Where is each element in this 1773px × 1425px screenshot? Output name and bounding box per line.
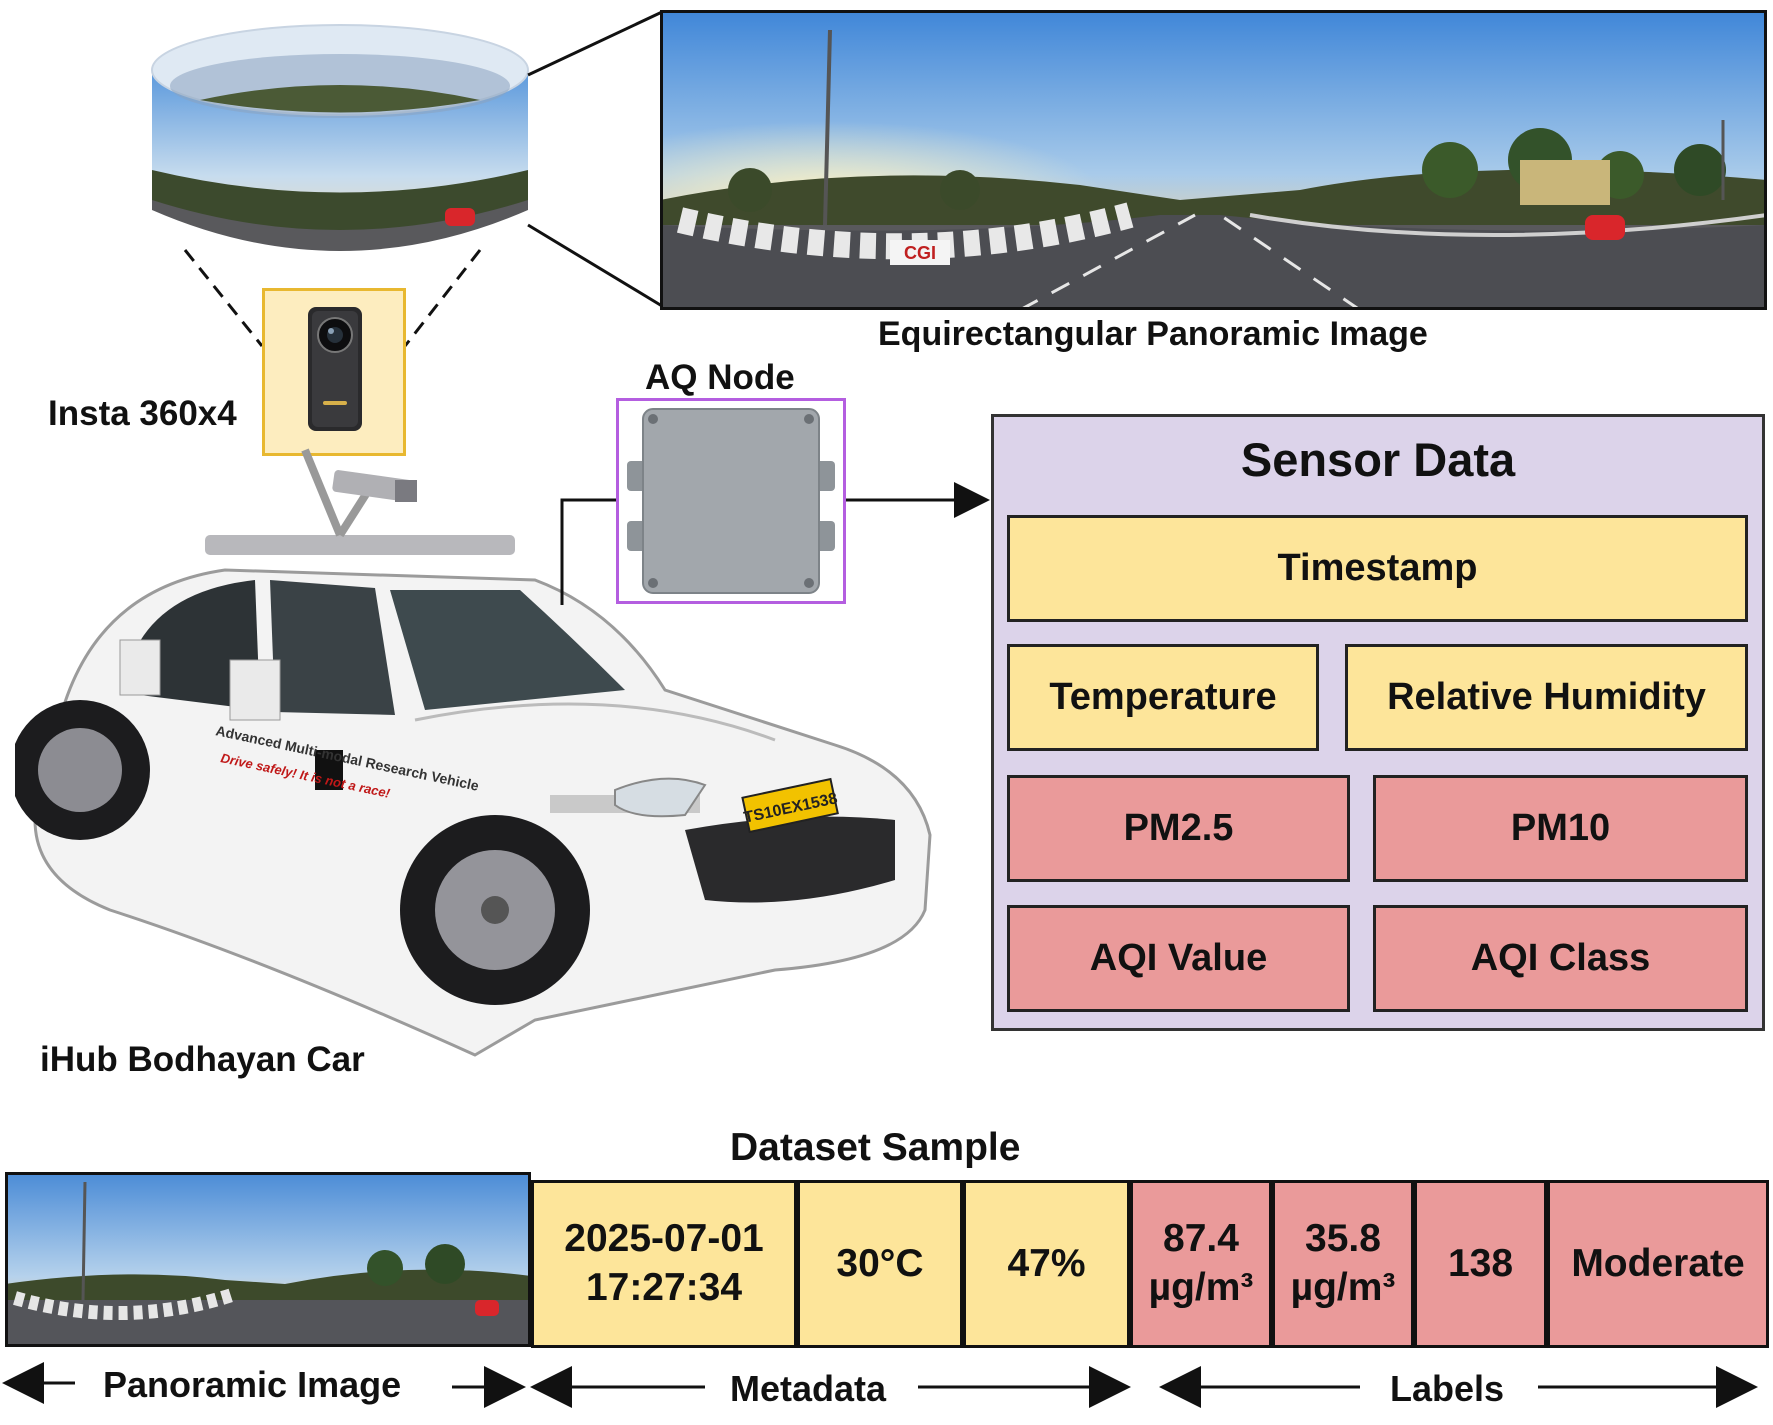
panorama-caption: Equirectangular Panoramic Image — [878, 315, 1428, 353]
dataset-sample-title: Dataset Sample — [730, 1126, 1021, 1169]
field-relative-humidity: Relative Humidity — [1345, 644, 1748, 751]
car-label: iHub Bodhayan Car — [40, 1040, 365, 1079]
camera-label: Insta 360x4 — [48, 394, 237, 433]
sample-time: 17:27:34 — [585, 1266, 743, 1309]
footer-arrows — [2, 1362, 1758, 1408]
aq-node-label: AQ Node — [645, 358, 795, 397]
sample-pm10-value: 35.8 — [1305, 1217, 1381, 1261]
sample-aqi-value: 138 — [1414, 1180, 1547, 1348]
sample-pm25-unit: µg/m³ — [1148, 1266, 1254, 1309]
sample-humidity: 47% — [963, 1180, 1130, 1348]
field-pm10: PM10 — [1373, 775, 1748, 882]
field-temperature: Temperature — [1007, 644, 1319, 751]
camera-box — [262, 288, 406, 456]
sensor-data-title: Sensor Data — [1240, 433, 1516, 486]
sample-pm10: 35.8 µg/m³ — [1272, 1180, 1414, 1348]
footer-labels-label: Labels — [1390, 1368, 1505, 1409]
research-car: TS10EX1538 Advanced Multi-modal Research… — [15, 448, 932, 1057]
svg-text:CGI: CGI — [904, 243, 936, 263]
sample-timestamp: 2025-07-01 17:27:34 — [531, 1180, 797, 1348]
aq-node-box — [616, 398, 846, 604]
insta360-camera-icon — [308, 307, 362, 431]
equirectangular-panorama: CGI — [660, 10, 1767, 310]
sample-date: 2025-07-01 — [564, 1217, 764, 1261]
panorama-cylinder — [151, 10, 663, 347]
footer-panoramic-label: Panoramic Image — [103, 1364, 402, 1405]
sample-temperature: 30°C — [797, 1180, 963, 1348]
field-timestamp: Timestamp — [1007, 515, 1748, 622]
field-aqi-class: AQI Class — [1373, 905, 1748, 1012]
sample-panorama-thumbnail — [5, 1172, 531, 1347]
sample-pm10-unit: µg/m³ — [1290, 1266, 1396, 1309]
field-pm25: PM2.5 — [1007, 775, 1350, 882]
field-aqi-value: AQI Value — [1007, 905, 1350, 1012]
footer-metadata-label: Metadata — [730, 1368, 887, 1409]
sample-aqi-class: Moderate — [1547, 1180, 1769, 1348]
sample-pm25-value: 87.4 — [1163, 1217, 1239, 1261]
sample-pm25: 87.4 µg/m³ — [1130, 1180, 1272, 1348]
aq-sensor-enclosure-icon — [627, 408, 835, 594]
